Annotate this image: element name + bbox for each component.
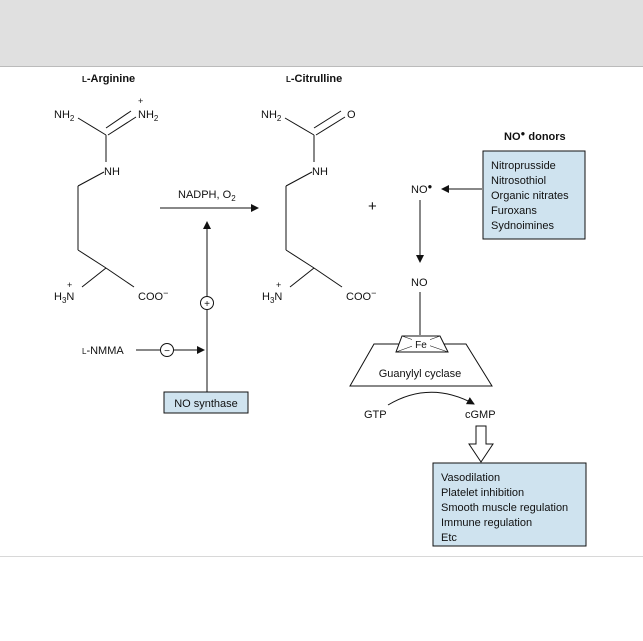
inhibition-minus: −: [164, 346, 170, 357]
no-donor-item: Nitroprusside: [491, 160, 556, 172]
no-synthase-label: NO synthase: [174, 398, 238, 410]
effect-item: Platelet inhibition: [441, 487, 524, 499]
double-bond: [313, 110, 342, 129]
effect-item: Smooth muscle regulation: [441, 502, 568, 514]
bottom-bar: [0, 556, 643, 641]
bond: [105, 267, 135, 288]
guanylyl-cyclase-label: Guanylyl cyclase: [379, 368, 462, 380]
no-donors-box: [482, 150, 586, 240]
no-donor-item: Sydnoimines: [491, 220, 554, 232]
double-bond: [105, 110, 132, 129]
lnmma-label: L-NMMA: [82, 345, 124, 357]
citrulline-structure: L-Citrulline NH2 O NH + H3N COO−: [261, 73, 376, 305]
bond: [315, 116, 346, 136]
bond: [289, 267, 315, 288]
no-donors-title: NO● donors: [504, 129, 566, 143]
arginine-carboxylate: COO−: [138, 288, 168, 303]
citrulline-nh: NH: [312, 166, 328, 178]
top-bar: [0, 0, 643, 67]
arginine-amine-plus: +: [67, 280, 72, 290]
bond: [313, 267, 343, 288]
gtp-conversion-arrow: [387, 391, 475, 406]
no-donor-item: Nitrosothiol: [491, 175, 546, 187]
bond: [77, 249, 107, 269]
no-radical: NO●: [411, 182, 433, 196]
bond: [81, 267, 107, 288]
arginine-nh: NH: [104, 166, 120, 178]
effects-box: [432, 462, 587, 547]
effect-item: Immune regulation: [441, 517, 532, 529]
gtp-label: GTP: [364, 409, 387, 421]
citrulline-h3n: H3N: [262, 291, 282, 305]
heme-iron: Fe: [415, 340, 427, 351]
no-donor-item: Organic nitrates: [491, 190, 569, 202]
reaction-cofactors: NADPH, O2: [178, 189, 236, 203]
effect-item: Etc: [441, 532, 457, 544]
arginine-nh2-left: NH2: [54, 109, 75, 123]
arginine-nh2-right: NH2: [138, 109, 159, 123]
cgmp-label: cGMP: [465, 409, 496, 421]
product-plus-sign: +: [368, 198, 377, 215]
arginine-title: L-Arginine: [82, 73, 135, 85]
bond: [77, 171, 105, 187]
heme-label-bg: [412, 338, 430, 351]
arginine-structure: L-Arginine NH2 + NH2 NH + H3N COO−: [54, 73, 168, 305]
effect-item: Vasodilation: [441, 472, 500, 484]
no-synthase-box: [163, 391, 249, 414]
citrulline-carboxylate: COO−: [346, 288, 376, 303]
effect-hollow-arrow: [468, 425, 494, 463]
citrulline-amine-plus: +: [276, 280, 281, 290]
arginine-h3n: H3N: [54, 291, 74, 305]
stimulation-circle: [200, 296, 214, 310]
stimulation-plus: +: [204, 299, 210, 310]
no-donor-item: Furoxans: [491, 205, 537, 217]
bond: [107, 116, 137, 136]
bond: [285, 171, 313, 187]
arginine-plus-charge: +: [138, 96, 143, 106]
citrulline-title: L-Citrulline: [286, 73, 342, 85]
bond: [284, 117, 315, 136]
citrulline-nh2: NH2: [261, 109, 282, 123]
bond: [77, 117, 107, 136]
inhibition-circle: [160, 343, 174, 357]
bond: [285, 249, 315, 269]
citrulline-oxygen: O: [347, 109, 356, 121]
no-plain: NO: [411, 277, 428, 289]
